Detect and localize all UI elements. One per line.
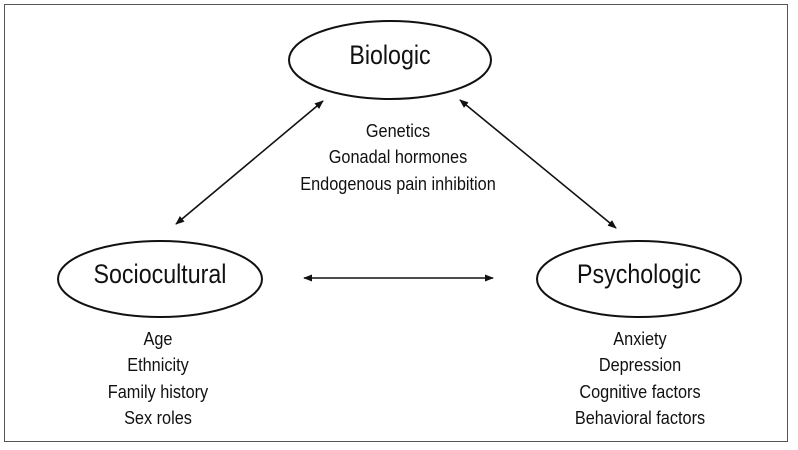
- diagram-frame: [4, 4, 788, 442]
- biologic-factor: Endogenous pain inhibition: [300, 172, 496, 194]
- arrow-sociocultural-biologic: [175, 100, 324, 225]
- sociocultural-factor: Family history: [107, 380, 209, 402]
- sociocultural-factor: Age: [143, 328, 173, 349]
- psychologic-factor: Cognitive factors: [579, 380, 701, 402]
- biologic-title: Biologic: [349, 40, 431, 70]
- biologic-factor-list: Genetics Gonadal hormones Endogenous pai…: [240, 118, 556, 197]
- biologic-node: [288, 20, 492, 100]
- sociocultural-factor: Ethnicity: [127, 354, 189, 376]
- psychologic-title: Psychologic: [577, 259, 701, 289]
- sociocultural-title: Sociocultural: [93, 259, 227, 289]
- biologic-factor: Genetics: [365, 120, 431, 141]
- psychologic-factor: Anxiety: [613, 328, 667, 349]
- psychologic-factor: Depression: [598, 354, 682, 376]
- psychologic-factor-list: Anxiety Depression Cognitive factors Beh…: [540, 326, 740, 431]
- sociocultural-factor-list: Age Ethnicity Family history Sex roles: [58, 326, 258, 431]
- psychologic-factor: Behavioral factors: [574, 406, 706, 428]
- biologic-factor: Gonadal hormones: [328, 146, 468, 168]
- sociocultural-factor: Sex roles: [124, 406, 192, 428]
- arrow-biologic-psychologic: [459, 99, 617, 229]
- psychologic-node: [536, 240, 742, 318]
- sociocultural-node: [57, 240, 263, 318]
